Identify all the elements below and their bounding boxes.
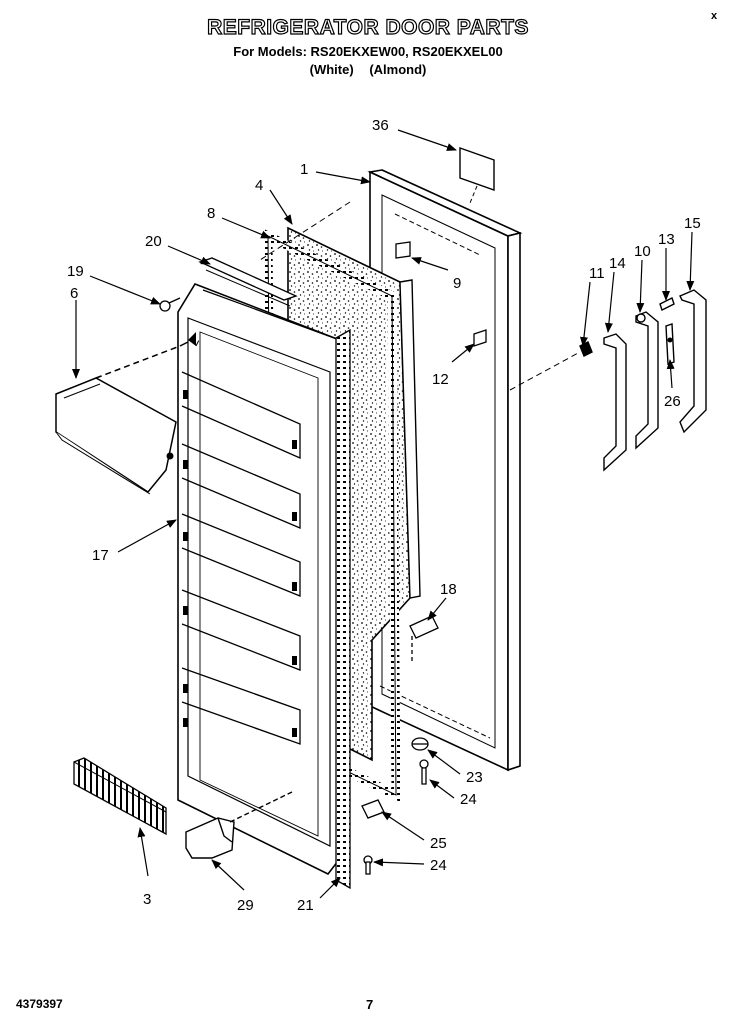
callout-14: 14	[609, 255, 626, 272]
callout-25: 25	[430, 835, 447, 852]
variant-white: (White)	[309, 62, 354, 77]
callout-24-upper: 24	[460, 791, 477, 808]
callout-9: 9	[453, 275, 461, 292]
screw-part-24-lower	[363, 855, 373, 875]
callout-17: 17	[92, 547, 109, 564]
handle-assembly	[579, 289, 707, 472]
callout-13: 13	[658, 231, 675, 248]
callout-26: 26	[664, 393, 681, 410]
callout-29: 29	[237, 897, 254, 914]
variant-almond: (Almond)	[369, 62, 427, 77]
callout-3: 3	[143, 891, 151, 908]
handle-part-10	[635, 311, 659, 450]
grille-part-3	[73, 757, 167, 836]
callout-8: 8	[207, 205, 215, 222]
hardware-parts	[159, 241, 487, 875]
callout-1: 1	[300, 161, 308, 178]
callout-6: 6	[70, 285, 78, 302]
callout-11: 11	[589, 265, 605, 282]
document-number: 4379397	[16, 997, 63, 1011]
callout-12: 12	[432, 371, 449, 388]
callout-24-lower: 24	[430, 857, 447, 874]
models-line: For Models: RS20EKXEW00, RS20EKXEL00	[233, 44, 503, 59]
plug-part-18	[409, 615, 439, 662]
bracket-cover-part-29	[185, 791, 293, 859]
label-part-36	[459, 147, 495, 204]
clip-part-12	[473, 329, 487, 347]
page-number: 7	[366, 997, 374, 1012]
corner-mark: x	[711, 10, 718, 22]
callout-18: 18	[440, 581, 457, 598]
handle-mount-part-11	[579, 341, 593, 357]
callout-19: 19	[67, 263, 84, 280]
callout-10: 10	[634, 243, 651, 260]
alignment-lines	[195, 201, 581, 391]
side-trim-part-21	[335, 328, 351, 890]
callout-23: 23	[466, 769, 483, 786]
screw-part-19	[159, 297, 181, 312]
page-title: REFRIGERATOR DOOR PARTS	[206, 15, 529, 39]
callout-36: 36	[372, 117, 389, 134]
callout-21: 21	[297, 897, 314, 914]
handle-part-15	[679, 289, 707, 434]
hinge-part-25	[361, 799, 385, 819]
callout-20: 20	[145, 233, 162, 250]
door-shelf-liner-part-17	[177, 283, 346, 876]
color-variants: (White) (Almond)	[0, 62, 736, 77]
leader-arrows	[72, 129, 695, 899]
callout-15: 15	[684, 215, 701, 232]
trim-part-26	[665, 323, 675, 365]
callout-4: 4	[255, 177, 263, 194]
screw-part-24-upper	[419, 759, 429, 785]
handle-part-14	[603, 333, 627, 472]
hinge-bushing-part-23	[411, 737, 429, 751]
dairy-door-part-6	[55, 341, 189, 495]
screw-part-13	[659, 297, 675, 311]
bushing-part-9	[395, 241, 411, 259]
callout-labels: 36 1 4 8 20 19 6 9 12 17 11 14 10 13 15 …	[67, 117, 701, 914]
